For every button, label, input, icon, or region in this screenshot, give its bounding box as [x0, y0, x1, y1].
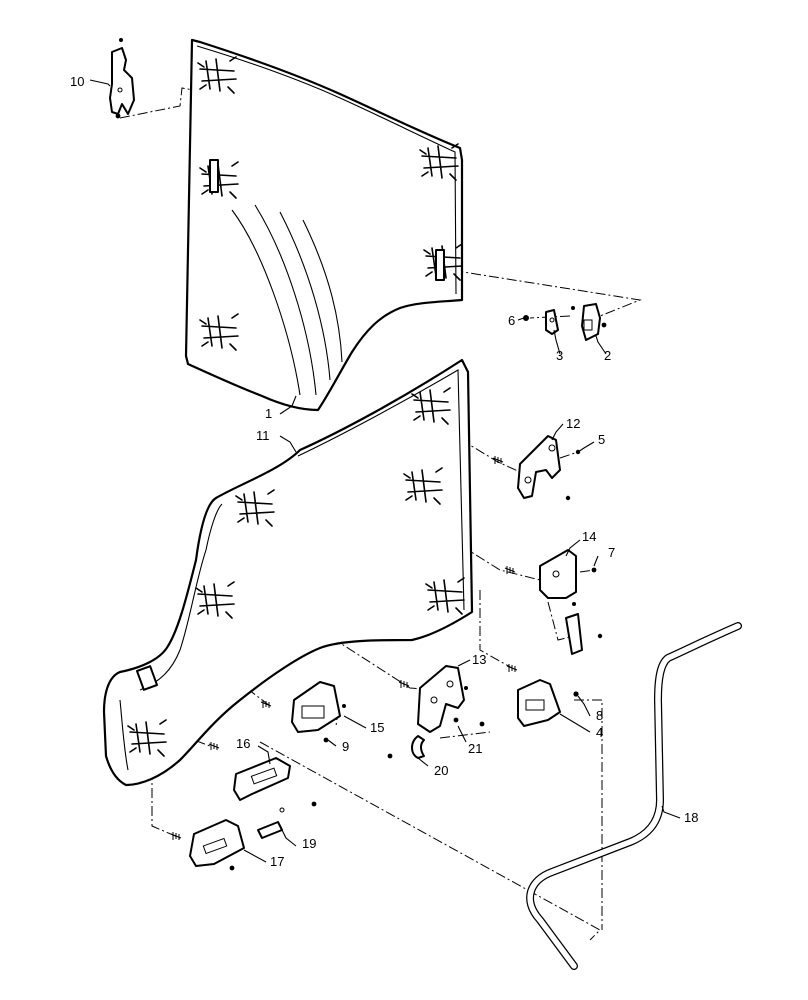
latch-assembly [523, 303, 607, 341]
callout-17: 17 [270, 854, 284, 869]
callout-5: 5 [598, 432, 605, 447]
callout-8: 8 [596, 708, 603, 723]
callout-10: 10 [70, 74, 84, 89]
callout-1: 1 [265, 406, 272, 421]
lower-glass-pane [102, 358, 474, 787]
callout-15: 15 [370, 720, 384, 735]
callout-16: 16 [236, 736, 250, 751]
bracket-10 [109, 38, 135, 119]
upper-glass-pane [184, 38, 464, 412]
callout-18: 18 [684, 810, 698, 825]
leader-lines [89, 79, 681, 863]
bracket-17 [170, 807, 285, 871]
bracket-16 [208, 741, 317, 807]
callout-21: 21 [468, 741, 482, 756]
callout-2: 2 [604, 348, 611, 363]
callout-12: 12 [566, 416, 580, 431]
bent-rod-18 [526, 622, 742, 970]
callout-20: 20 [434, 763, 448, 778]
bracket-4 [506, 663, 579, 727]
callout-13: 13 [472, 652, 486, 667]
bracket-12 [492, 435, 581, 501]
callout-7: 7 [608, 545, 615, 560]
clip-20 [387, 735, 425, 759]
callout-11: 11 [256, 428, 270, 443]
callout-9: 9 [342, 739, 349, 754]
bracket-14 [504, 549, 603, 655]
callout-4: 4 [596, 725, 603, 740]
bracket-15 [260, 681, 346, 743]
callout-19: 19 [302, 836, 316, 851]
callout-14: 14 [582, 529, 596, 544]
callout-6: 6 [508, 313, 515, 328]
callout-labels: 10 1 11 6 3 2 12 5 14 7 13 8 4 15 9 21 2… [70, 74, 698, 869]
callout-3: 3 [556, 348, 563, 363]
bracket-13 [398, 665, 485, 733]
